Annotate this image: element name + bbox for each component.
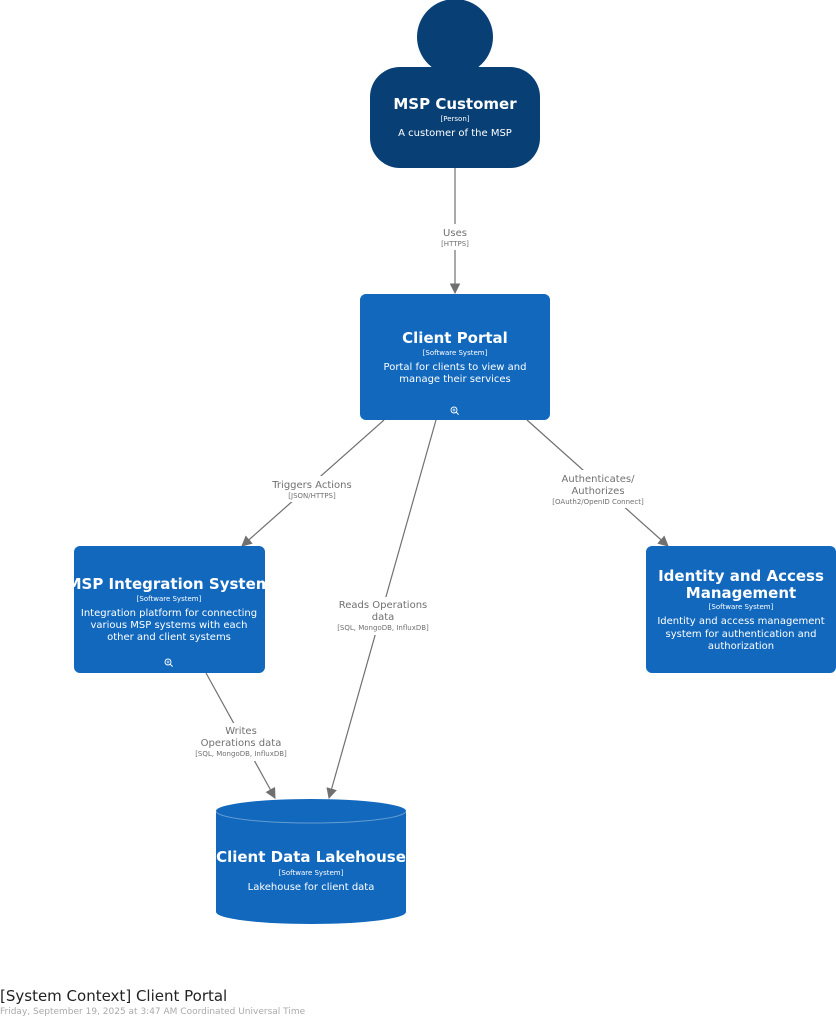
node-description-line3: other and client systems — [107, 632, 231, 643]
edge-writes: Writes Operations data [SQL, MongoDB, In… — [190, 672, 292, 799]
node-name: Client Portal — [402, 329, 508, 347]
node-client-portal[interactable]: Client Portal [Software System] Portal f… — [360, 294, 550, 420]
node-name-line1: Identity and Access — [658, 567, 824, 585]
edge-writes-label-line2: Operations data — [201, 738, 282, 749]
edge-triggers-tech: [JSON/HTTPS] — [288, 492, 336, 500]
system-box — [74, 546, 265, 673]
edge-auth-label-line1: Authenticates/ — [562, 474, 636, 485]
node-identity-access-management[interactable]: Identity and Access Management [Software… — [646, 546, 836, 673]
person-head-shape — [417, 0, 493, 75]
edge-reads: Reads Operations data [SQL, MongoDB, Inf… — [326, 419, 437, 800]
node-name: MSP Customer — [393, 95, 517, 113]
edge-uses: Uses [HTTPS] — [436, 168, 474, 295]
node-description-line1: Portal for clients to view and — [384, 362, 527, 373]
node-description: A customer of the MSP — [398, 128, 512, 139]
node-description-line3: authorization — [708, 641, 774, 652]
edge-reads-tech: [SQL, MongoDB, InfluxDB] — [337, 624, 429, 632]
node-type: [Software System] — [279, 869, 344, 877]
node-client-data-lakehouse[interactable]: Client Data Lakehouse [Software System] … — [215, 799, 407, 924]
edge-reads-label-line1: Reads Operations — [339, 600, 428, 611]
edge-writes-tech: [SQL, MongoDB, InfluxDB] — [195, 750, 287, 758]
edge-triggers-label: Triggers Actions — [271, 480, 351, 491]
edge-uses-label: Uses — [443, 228, 467, 239]
node-name-line2: Management — [686, 584, 796, 602]
edge-auth-tech: [OAuth2/OpenID Connect] — [552, 498, 644, 506]
node-description-line2: system for authentication and — [666, 629, 817, 640]
node-msp-customer[interactable]: MSP Customer [Person] A customer of the … — [370, 0, 540, 168]
node-type: [Software System] — [423, 349, 488, 357]
cylinder-rim — [215, 810, 407, 824]
node-description-line2: manage their services — [399, 374, 511, 385]
node-type: [Software System] — [709, 603, 774, 611]
zoom-icon[interactable] — [450, 406, 459, 415]
edge-reads-label-line2: data — [372, 612, 395, 623]
edge-auth: Authenticates/ Authorizes [OAuth2/OpenID… — [526, 419, 669, 547]
person-body-shape — [370, 67, 540, 168]
diagram-timestamp: Friday, September 19, 2025 at 3:47 AM Co… — [0, 1007, 306, 1017]
node-name: MSP Integration System — [67, 575, 272, 593]
node-description: Lakehouse for client data — [248, 882, 375, 893]
edge-uses-tech: [HTTPS] — [441, 240, 469, 248]
node-type: [Person] — [441, 115, 470, 123]
node-name: Client Data Lakehouse — [216, 848, 406, 866]
system-box — [646, 546, 836, 673]
system-box — [360, 294, 550, 420]
edge-triggers: Triggers Actions [JSON/HTTPS] — [241, 419, 385, 547]
node-description-line1: Integration platform for connecting — [81, 608, 257, 619]
zoom-icon[interactable] — [164, 658, 173, 667]
node-msp-integration-system[interactable]: MSP Integration System [Software System]… — [67, 546, 272, 673]
node-description-line2: various MSP systems with each — [90, 620, 247, 631]
node-description-line1: Identity and access management — [657, 616, 824, 627]
node-type: [Software System] — [137, 595, 202, 603]
diagram-title: [System Context] Client Portal — [0, 987, 228, 1005]
cylinder-top — [216, 799, 406, 823]
edge-writes-label-line1: Writes — [225, 726, 257, 737]
edge-auth-label-line2: Authorizes — [571, 486, 624, 497]
cylinder-body — [216, 811, 406, 924]
